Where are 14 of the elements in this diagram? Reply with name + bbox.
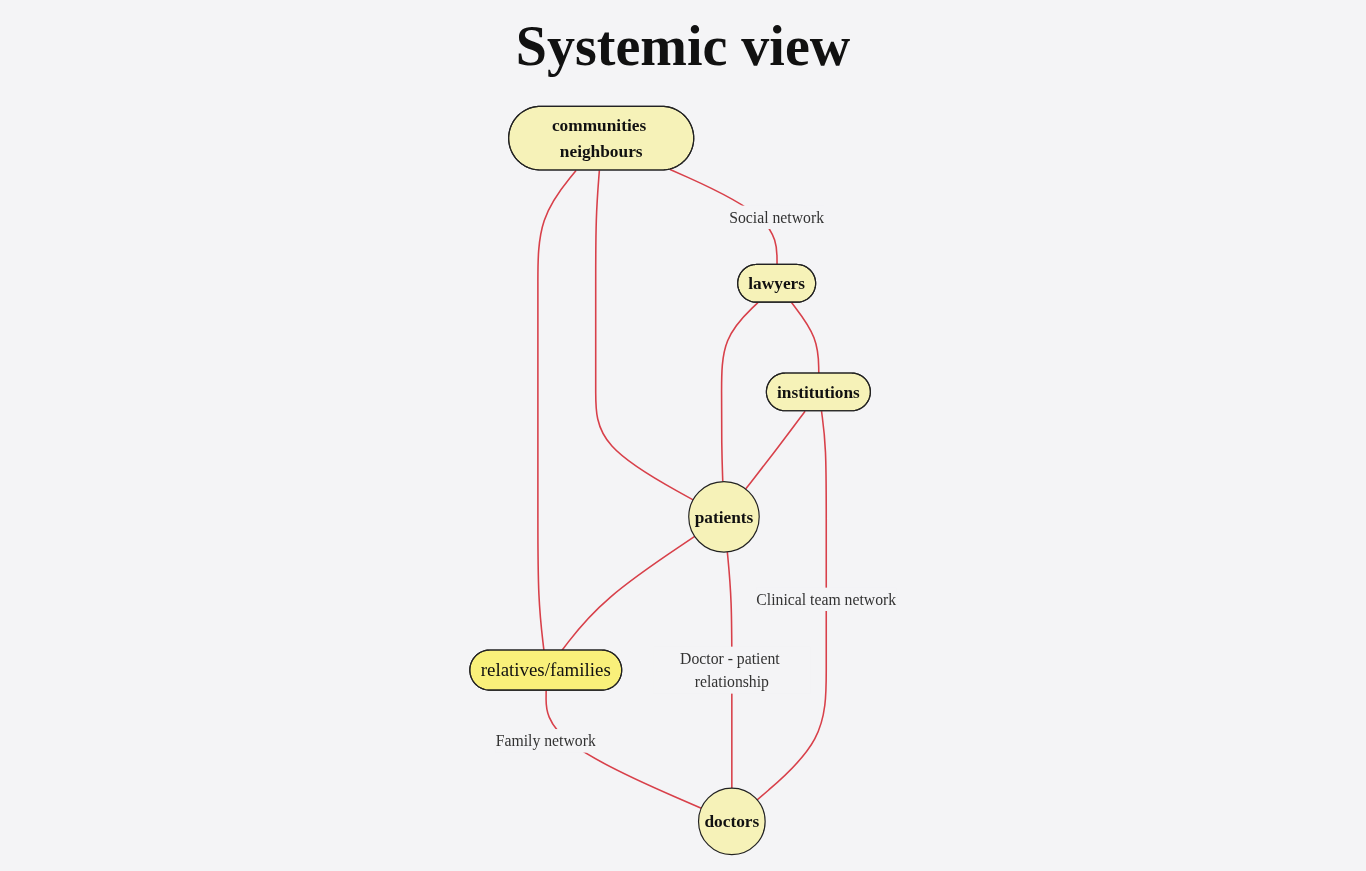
edge-label: Clinical team network — [756, 590, 897, 608]
title: Systemic view — [514, 14, 852, 78]
connector — [790, 301, 820, 375]
connector — [756, 410, 828, 801]
edge-label: Social network — [729, 208, 825, 226]
node-circle: doctors — [697, 787, 766, 856]
edge-label: Doctor - patient relationship — [680, 649, 780, 691]
connector — [594, 169, 694, 501]
connector — [744, 410, 806, 490]
edge-label: Family network — [495, 732, 596, 750]
node-circle: patients — [688, 481, 760, 553]
connector — [537, 169, 577, 652]
connector — [561, 535, 696, 652]
connector — [720, 301, 759, 483]
